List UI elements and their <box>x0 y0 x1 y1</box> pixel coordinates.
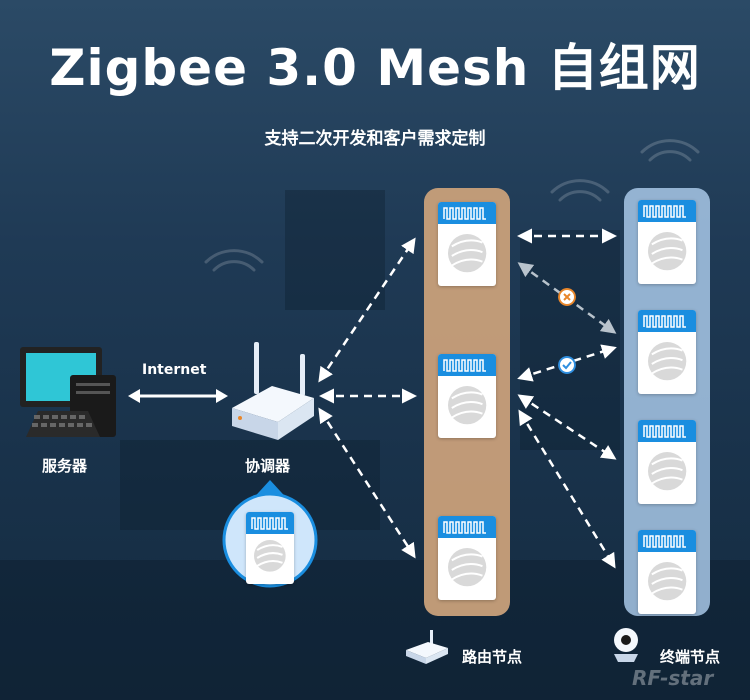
globe-logo-icon <box>647 342 687 381</box>
router-device-icon <box>406 630 448 664</box>
end-device-icon <box>614 628 638 662</box>
computer-icon <box>20 347 116 437</box>
globe-logo-icon <box>647 232 687 271</box>
end-module-1 <box>638 200 696 284</box>
globe-logo-icon <box>647 562 687 601</box>
router-module-3 <box>438 516 496 600</box>
internet-arrow <box>128 389 228 403</box>
end-node-label: 终端节点 <box>660 648 721 666</box>
globe-logo-icon <box>447 234 487 273</box>
antenna-trace-icon <box>443 359 486 372</box>
server-label: 服务器 <box>42 457 88 475</box>
end-module-2 <box>638 310 696 394</box>
background-window <box>285 190 385 310</box>
gateway-icon <box>232 342 314 440</box>
end-module-3 <box>638 420 696 504</box>
antenna-trace-icon <box>643 425 686 438</box>
globe-logo-icon <box>647 452 687 491</box>
globe-logo-icon <box>447 386 487 425</box>
globe-logo-icon <box>254 540 286 573</box>
page-title: Zigbee 3.0 Mesh 自组网 <box>49 39 701 97</box>
globe-logo-icon <box>447 548 487 587</box>
link-fail-icon <box>558 288 576 306</box>
antenna-trace-icon <box>251 517 288 530</box>
coordinator-module <box>246 512 294 584</box>
watermark: RF-star <box>632 666 714 690</box>
antenna-trace-icon <box>643 535 686 548</box>
background-cabinet <box>520 230 620 450</box>
antenna-trace-icon <box>443 207 486 220</box>
coordinator-label: 协调器 <box>245 457 291 475</box>
router-node-label: 路由节点 <box>462 648 523 666</box>
antenna-trace-icon <box>443 521 486 534</box>
antenna-trace-icon <box>643 315 686 328</box>
page-subtitle: 支持二次开发和客户需求定制 <box>264 129 486 149</box>
end-module-4 <box>638 530 696 614</box>
router-module-2 <box>438 354 496 438</box>
link-ok-icon <box>558 356 576 374</box>
antenna-trace-icon <box>643 205 686 218</box>
internet-label: Internet <box>142 362 207 378</box>
router-module-1 <box>438 202 496 286</box>
